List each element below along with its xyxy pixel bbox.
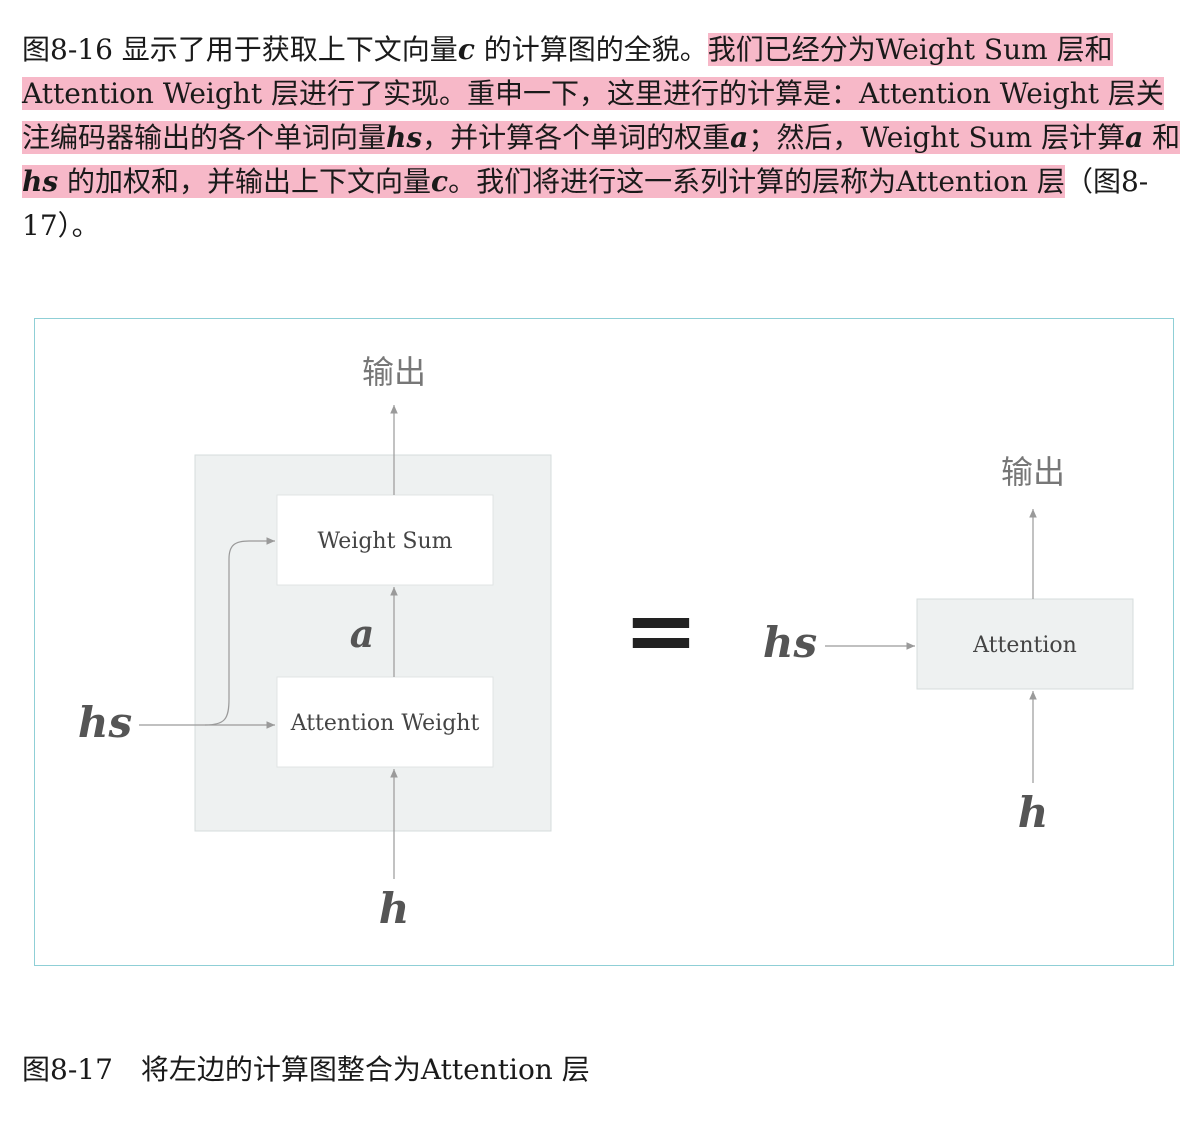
arrow-hs-to-weightsum bbox=[204, 537, 275, 726]
attention-diagram: Weight Sum Attention Weight a 输出 h hs = … bbox=[78, 353, 1134, 933]
equals-sign: = bbox=[623, 577, 698, 683]
var-a: a bbox=[1125, 121, 1144, 154]
attention-box bbox=[916, 598, 1134, 690]
var-c: c bbox=[431, 165, 449, 198]
weight-sum-label: Weight Sum bbox=[317, 529, 452, 554]
hs-label-right: hs bbox=[763, 618, 817, 667]
highlight-text-3: ；然后，Weight Sum 层计算 bbox=[748, 121, 1126, 154]
attention-weight-box bbox=[276, 676, 494, 768]
highlight-text-2: ，并计算各个单词的权重 bbox=[422, 121, 731, 154]
para-text-1: 图8-16 显示了用于获取上下文向量 bbox=[22, 33, 458, 66]
a-label: a bbox=[350, 611, 375, 656]
para-text-2: 的计算图的全貌。 bbox=[474, 33, 708, 66]
figure-caption: 图8-17 将左边的计算图整合为Attention 层 bbox=[22, 1053, 590, 1086]
hs-label-left: hs bbox=[78, 698, 132, 747]
var-hs: hs bbox=[386, 121, 423, 154]
h-label-left: h bbox=[379, 884, 410, 933]
figure-frame: Weight Sum Attention Weight a 输出 h hs = … bbox=[34, 318, 1174, 966]
highlight-text-5: 的加权和，并输出上下文向量 bbox=[58, 165, 432, 198]
weight-sum-box bbox=[276, 494, 494, 586]
var-hs: hs bbox=[22, 165, 59, 198]
output-label-left: 输出 bbox=[362, 353, 426, 391]
highlight-text-4: 和 bbox=[1143, 121, 1181, 154]
attention-label: Attention bbox=[972, 633, 1077, 658]
var-a: a bbox=[730, 121, 749, 154]
para-text-3: （图8-17）。 bbox=[22, 165, 1149, 242]
h-label-right: h bbox=[1018, 788, 1049, 837]
body-paragraph: 图8-16 显示了用于获取上下文向量c 的计算图的全貌。我们已经分为Weight… bbox=[22, 28, 1182, 248]
output-label-right: 输出 bbox=[1001, 453, 1065, 491]
attention-weight-label: Attention Weight bbox=[290, 711, 480, 736]
highlight-text-6: 。我们将进行这一系列计算的层称为Attention 层 bbox=[448, 165, 1065, 198]
var-c: c bbox=[457, 33, 475, 66]
